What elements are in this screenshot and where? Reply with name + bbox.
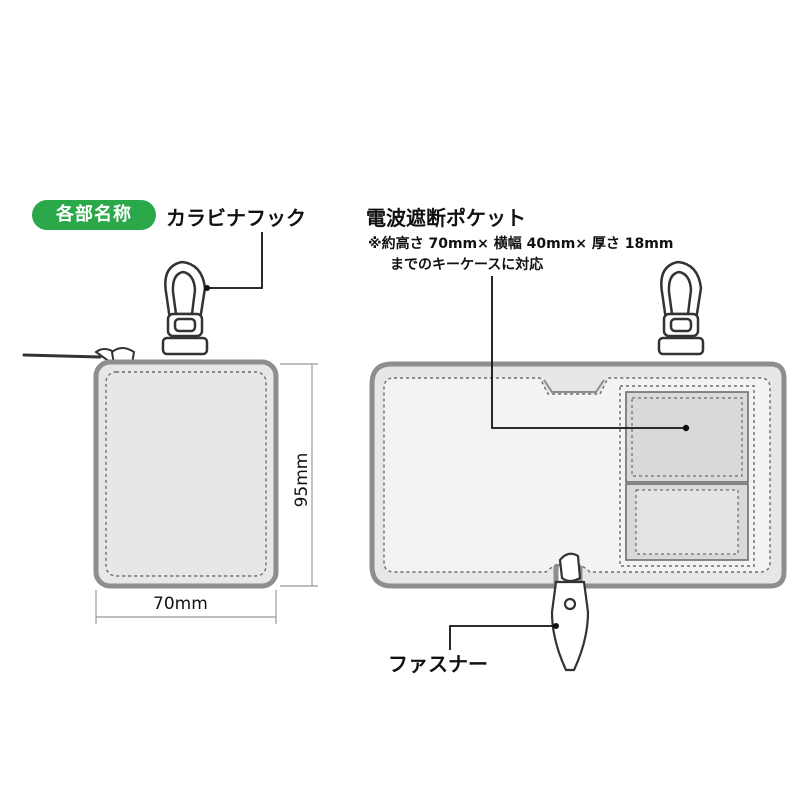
section-badge: 各部名称	[32, 200, 156, 230]
lower-card-pocket-inner	[635, 489, 739, 555]
pocket-note-line1: ※約高さ 70mm× 横幅 40mm× 厚さ 18mm	[368, 236, 674, 252]
width-dimension-label: 70mm	[153, 594, 208, 614]
rf-blocking-pocket-stitch	[631, 397, 743, 477]
closed-case-body	[93, 359, 279, 589]
rf-blocking-pocket	[625, 391, 749, 483]
zipper-leader	[449, 623, 559, 650]
closed-case	[22, 260, 279, 589]
carabiner-leader	[204, 232, 263, 291]
zipper-label: ファスナー	[388, 652, 488, 676]
carabiner-label: カラビナフック	[166, 206, 306, 230]
pocket-note-line2: までのキーケースに対応	[390, 257, 544, 273]
carabiner-hook-left	[161, 260, 209, 356]
open-case	[369, 260, 787, 672]
dimension-lines	[95, 363, 318, 624]
pocket-leader	[491, 276, 690, 432]
center-flap	[543, 379, 605, 393]
closed-case-stitch	[105, 371, 267, 577]
carabiner-hook-right	[657, 260, 705, 356]
pocket-title-label: 電波遮断ポケット	[366, 206, 526, 230]
